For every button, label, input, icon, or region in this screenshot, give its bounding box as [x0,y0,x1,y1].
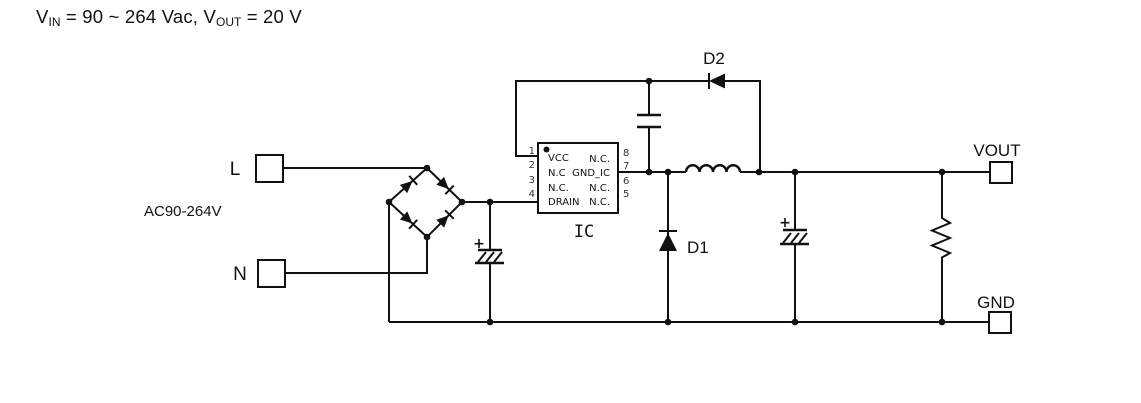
ic-pin-label-nc8: N.C. [589,154,610,165]
junction-dot [645,168,653,176]
ic-pin-number-5: 5 [623,189,629,200]
junction-dot [938,168,946,176]
diode-triangle [399,211,413,224]
plus-polarity-marker: + [779,215,791,231]
title-vin-sub: IN [48,15,61,29]
bridge-diamond [387,166,464,239]
ic-pin-number-4: 4 [529,189,535,200]
junction-dot [938,318,946,326]
bridge-diode-top-right [436,176,455,195]
junction-dot [458,198,466,206]
junction-dot [423,233,431,241]
diode-triangle [436,176,449,190]
ic-pin-label-vcc: VCC [548,153,569,164]
ic-pin1-marker [543,146,550,153]
resistor-load [929,172,953,322]
ic-body [537,142,619,214]
title-middle: = 90 ~ 264 Vac, V [60,6,217,27]
title-vout-sub: OUT [216,15,242,29]
junction-dot [755,168,763,176]
ic-pin-label-nc6: N.C. [589,183,610,194]
ic-pin-number-1: 1 [529,146,535,157]
title-vin-v: V [36,6,49,27]
bridge-diode-top-left [399,175,418,194]
line-terminal-label: L [230,159,241,180]
bridge-rectifier [387,166,464,239]
diode-triangle [399,181,413,194]
capacitor-bulk: + [473,236,504,265]
d1-label: D1 [687,238,709,257]
neutral-terminal-label: N [233,264,247,285]
junction-dot [385,198,393,206]
cap-hatch [782,232,808,244]
cap-hatch [477,251,503,263]
diode-triangle [659,233,677,251]
gnd-label: GND [977,293,1015,312]
ic-pin-number-6: 6 [623,176,629,187]
capacitor-vcc [637,113,661,129]
ic-pin-label-gnd-ic: GND_IC [572,168,610,179]
junction-dot [486,198,494,206]
vout-label: VOUT [973,141,1020,160]
junction-dot [645,77,653,85]
wire-d2-anode-drop [725,80,761,172]
schematic-title: VIN = 90 ~ 264 Vac, VOUT = 20 V [36,6,302,29]
wire-vcc-top-rail [515,80,709,157]
junction-dots [385,77,946,326]
junction-dot [664,168,672,176]
ic-pin-number-7: 7 [623,161,629,172]
ic-pin-label-nc2: N.C [548,168,566,179]
diode-d2: D2 [703,49,725,89]
wire-neutral-input [285,237,428,274]
junction-dot [664,318,672,326]
terminal-vout-box [989,161,1013,184]
ic-pin-label-nc3: N.C. [548,183,569,194]
title-suffix: = 20 V [241,6,302,27]
diode-cathode-bar [444,209,455,220]
terminals [255,154,1013,334]
bridge-diode-bottom-right [436,209,455,228]
ac-range-label: AC90-264V [144,203,222,220]
junction-dot [423,164,431,172]
terminal-gnd-box [988,311,1012,334]
diode-triangle [436,215,449,228]
diode-cathode-bar [408,219,418,230]
plus-polarity-marker: + [473,236,485,252]
inductor [684,164,742,173]
d2-label: D2 [703,49,725,68]
junction-dot [791,168,799,176]
diode-cathode-bar [408,175,418,186]
ic-pin-number-8: 8 [623,148,629,159]
ic-pin-label-drain: DRAIN [548,197,580,208]
wires [283,80,990,323]
junction-dot [486,318,494,326]
bridge-diode-bottom-left [399,211,418,230]
terminal-n-box [257,259,286,288]
terminal-l-box [255,154,284,183]
diode-triangle [709,73,725,89]
ic-pin-number-2: 2 [529,160,535,171]
ic-label: IC [574,222,594,242]
junction-dot [791,318,799,326]
diode-cathode-bar [444,184,455,195]
diode-d1: D1 [659,230,709,257]
ic-pin-label-nc5: N.C. [589,197,610,208]
ic-pin-number-3: 3 [529,175,535,186]
capacitor-output: + [779,215,809,246]
ic-chip: VCC N.C N.C. DRAIN N.C. GND_IC N.C. N.C.… [529,142,629,242]
